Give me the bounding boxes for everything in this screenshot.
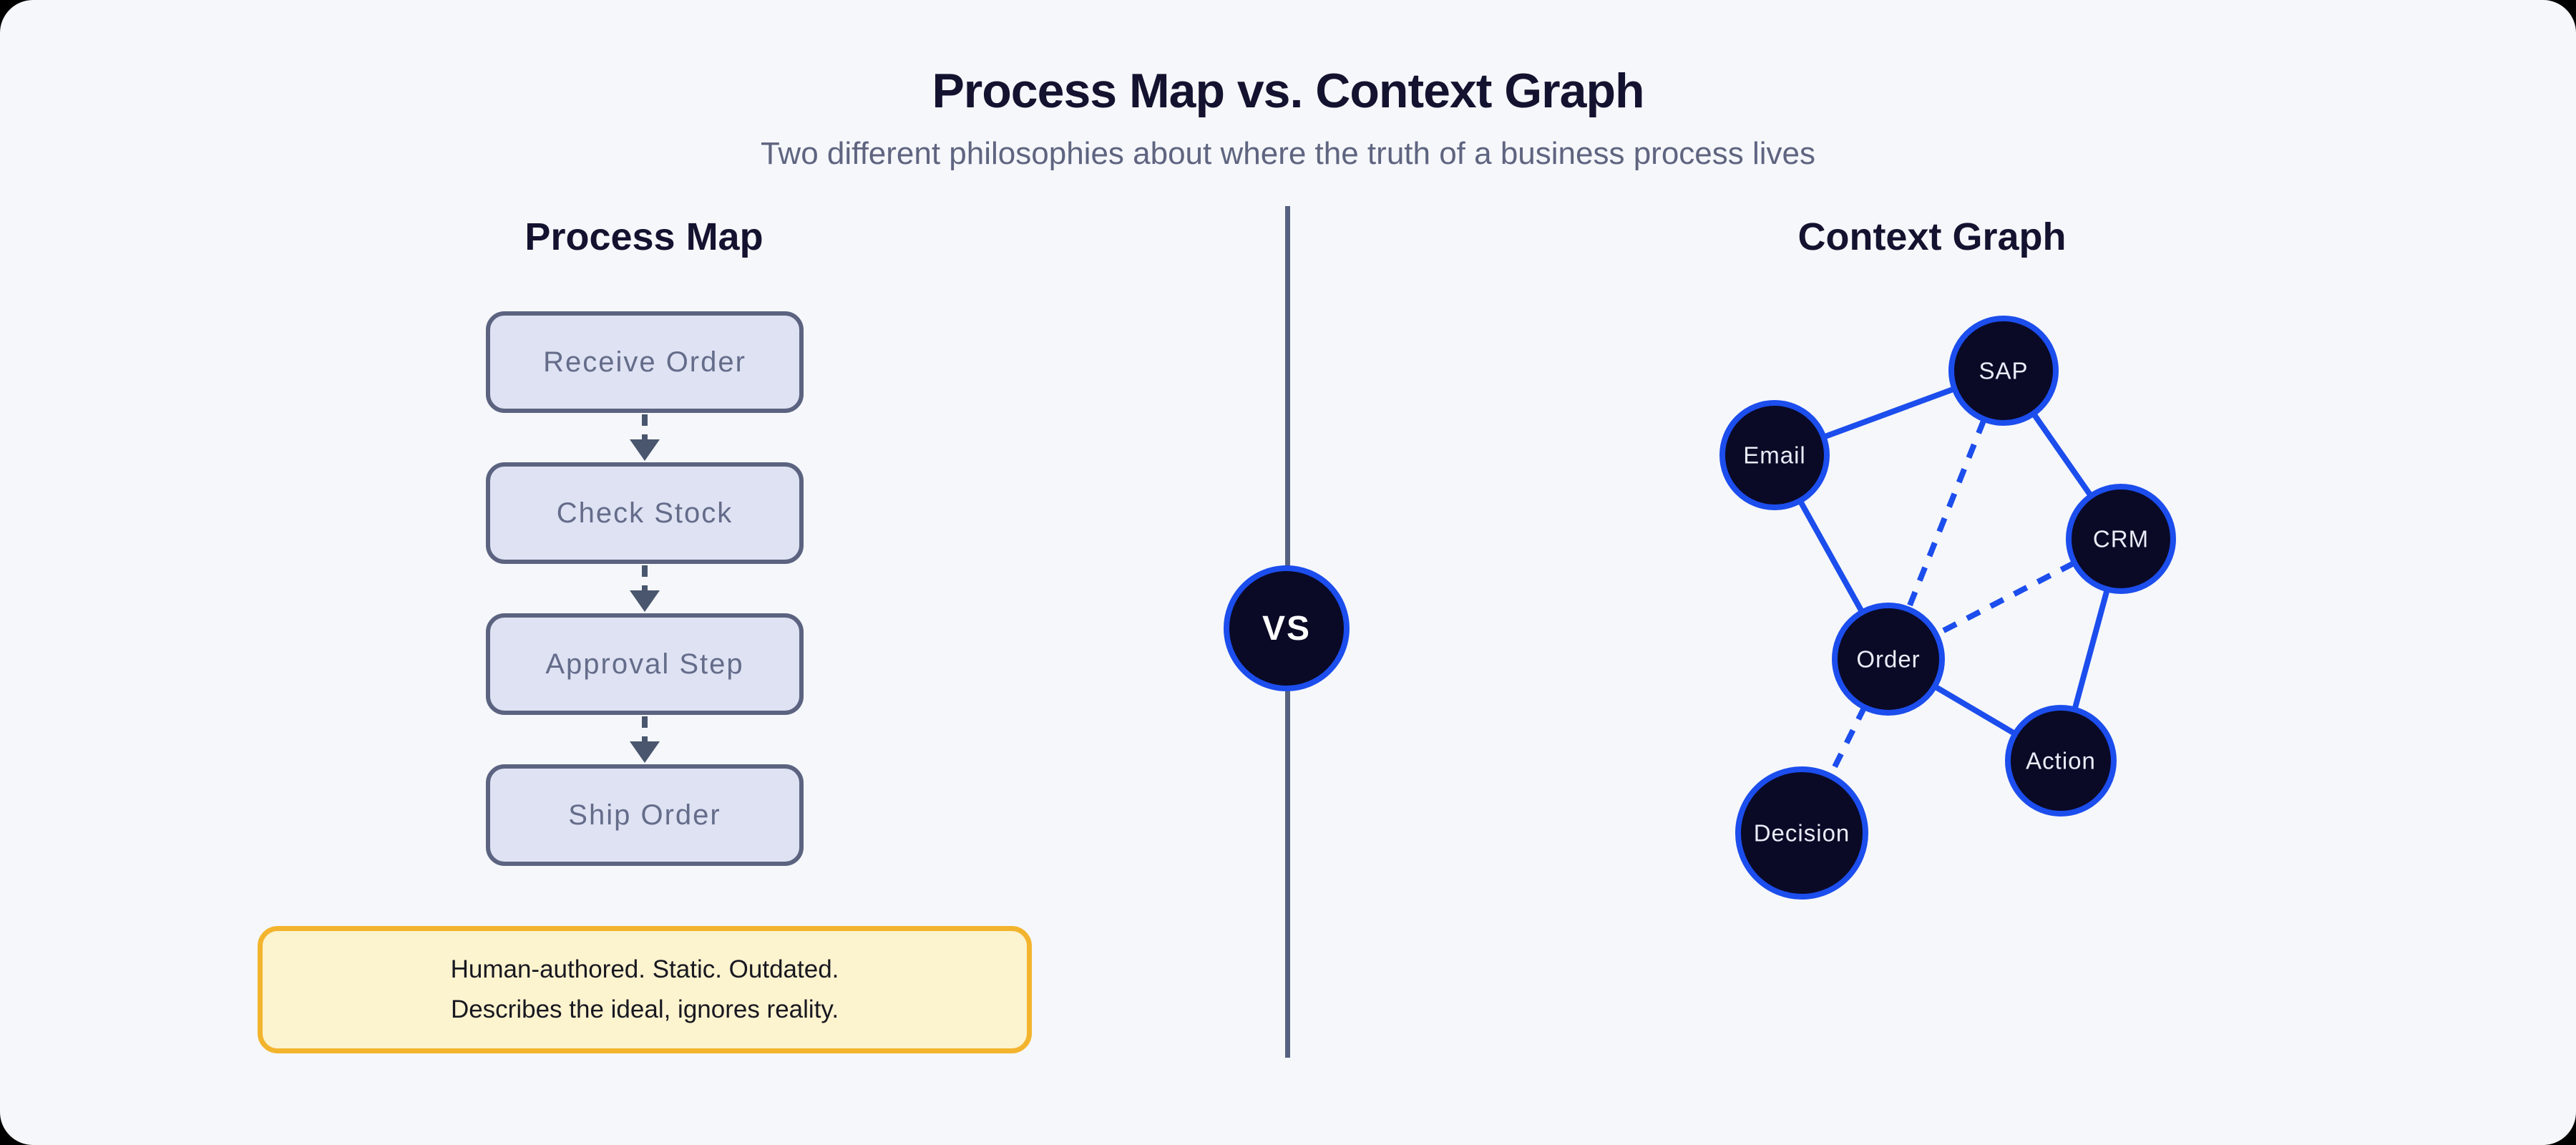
callout-line: Human-authored. Static. Outdated. [450, 955, 839, 983]
graph-node-label-action: Action [2026, 748, 2096, 774]
flow-arrowhead-icon [630, 439, 660, 461]
callout-line: Describes the ideal, ignores reality. [450, 995, 839, 1023]
context-graph-title: Context Graph [1797, 215, 2067, 258]
graph-node-decision [1735, 766, 1868, 900]
process-map-title: Process Map [525, 215, 763, 258]
vs-label: VS [1262, 609, 1312, 648]
graph-node-sap [1948, 316, 2059, 426]
flow-arrows [630, 414, 660, 763]
graph-node-label-order: Order [1856, 646, 1920, 673]
process-map-callout: Human-authored. Static. Outdated. Descri… [258, 926, 1032, 1053]
flow-step-ship-order: Ship Order [486, 764, 804, 866]
graph-node-label-email: Email [1743, 442, 1806, 469]
flow-arrowhead-icon [630, 590, 660, 612]
graph-node-crm [2066, 484, 2176, 594]
graph-node-label-crm: CRM [2093, 526, 2149, 552]
flow-step-receive-order: Receive Order [486, 311, 804, 413]
graph-node-label-sap: SAP [1979, 358, 2028, 384]
flow-step-check-stock: Check Stock [486, 462, 804, 564]
page-title: Process Map vs. Context Graph [932, 64, 1644, 118]
flow-arrowhead-icon [630, 741, 660, 763]
graph-node-email [1719, 400, 1830, 510]
flow-step-approval-step: Approval Step [486, 613, 804, 715]
page-subtitle: Two different philosophies about where t… [760, 136, 1816, 171]
graph-node-label-decision: Decision [1754, 820, 1850, 847]
graph-node-order [1832, 603, 1945, 716]
vs-badge: VS [1224, 565, 1350, 691]
graph-node-action [2005, 705, 2117, 817]
